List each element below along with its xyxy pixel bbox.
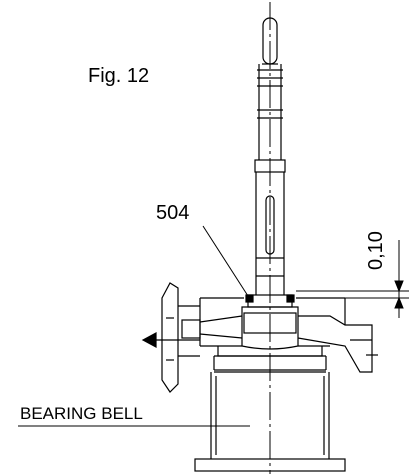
part-504-leader xyxy=(202,225,249,297)
figure-title: Fig. 12 xyxy=(88,65,150,87)
right-outlet xyxy=(297,315,378,373)
flow-arrow xyxy=(141,331,200,349)
bearing-bell xyxy=(194,356,346,472)
housing-plate xyxy=(199,297,346,347)
left-flange xyxy=(161,282,243,393)
shaft-top-keyway xyxy=(262,17,278,65)
seal-504 xyxy=(245,294,295,303)
lower-shaft xyxy=(254,159,286,295)
gap-dimension-label: 0,10 xyxy=(365,231,387,270)
gap-dimension xyxy=(296,240,409,318)
part-number-label: 504 xyxy=(156,202,190,224)
housing-neck xyxy=(214,346,326,357)
bearing-bell-label: BEARING BELL xyxy=(20,404,143,423)
upper-shaft xyxy=(257,64,283,160)
